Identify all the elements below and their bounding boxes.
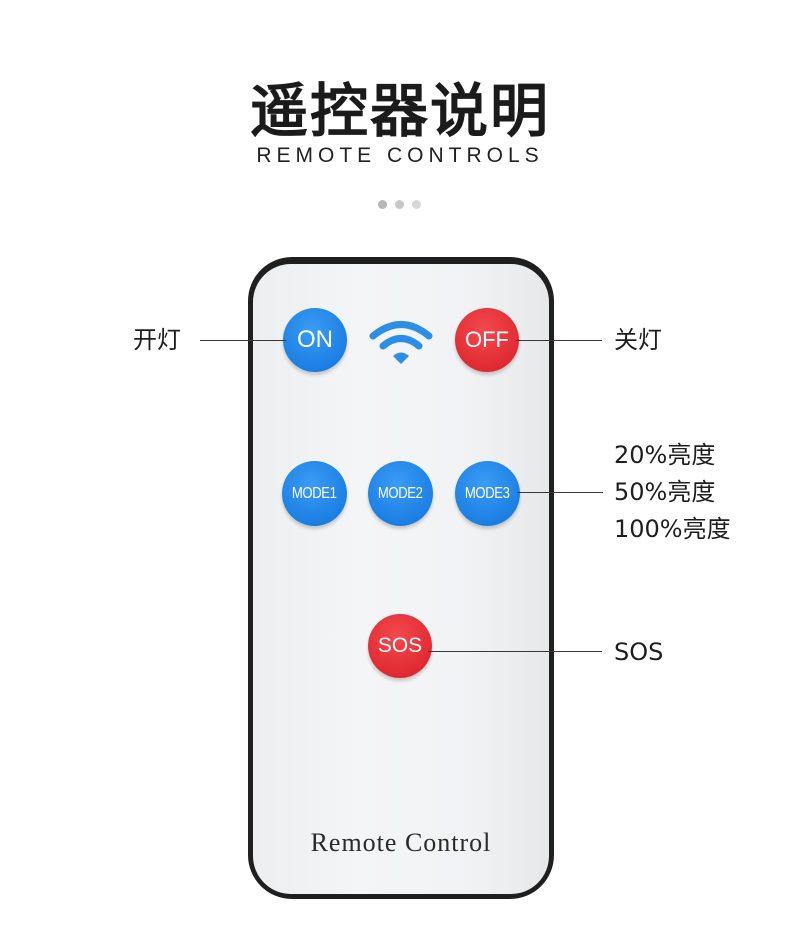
off-button-label: OFF (465, 327, 509, 352)
dot-indicator (378, 200, 387, 209)
dot-indicator (412, 200, 421, 209)
on-annotation-line (200, 340, 286, 341)
on-annotation: 开灯 (133, 326, 181, 354)
dot-indicator (395, 200, 404, 209)
mode1-button[interactable]: MODE1 (282, 461, 347, 526)
mode-level-annotation: 50%亮度 (614, 478, 716, 506)
mode-annotation-line (517, 492, 603, 493)
sos-button-label: SOS (377, 634, 423, 657)
carousel-dots (378, 200, 421, 209)
off-annotation-line (516, 340, 602, 341)
off-annotation: 关灯 (614, 326, 662, 354)
sos-button[interactable]: SOS (368, 614, 432, 678)
mode-level-annotation: 100%亮度 (614, 515, 731, 543)
mode3-button-label: MODE3 (465, 484, 510, 502)
mode1-button-label: MODE1 (292, 484, 337, 502)
on-button-label: ON (297, 326, 333, 353)
sos-annotation: SOS (614, 638, 664, 666)
mode-level-annotation: 20%亮度 (614, 441, 716, 469)
mode3-button[interactable]: MODE3 (455, 461, 520, 526)
page-subtitle: REMOTE CONTROLS (256, 144, 544, 167)
page-title: 遥控器说明 (249, 77, 550, 145)
sos-annotation-line (428, 651, 602, 652)
remote-brand-label: Remote Control (310, 828, 492, 857)
wifi-icon (369, 321, 433, 364)
mode2-button-label: MODE2 (378, 484, 423, 502)
on-button[interactable]: ON (283, 308, 347, 372)
off-button[interactable]: OFF (455, 308, 519, 372)
mode2-button[interactable]: MODE2 (368, 461, 433, 526)
